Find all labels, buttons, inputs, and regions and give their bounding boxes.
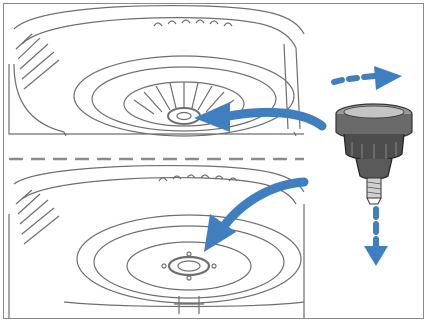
retaining-knob-icon — [336, 104, 412, 204]
lower-trunk-view — [9, 166, 304, 319]
dashed-arrow-icon — [334, 66, 402, 90]
curved-arrow-icon — [194, 102, 322, 132]
dashed-arrow-icon — [364, 209, 388, 266]
spare-wheel-diagram — [4, 4, 424, 319]
figure-frame — [3, 3, 424, 319]
